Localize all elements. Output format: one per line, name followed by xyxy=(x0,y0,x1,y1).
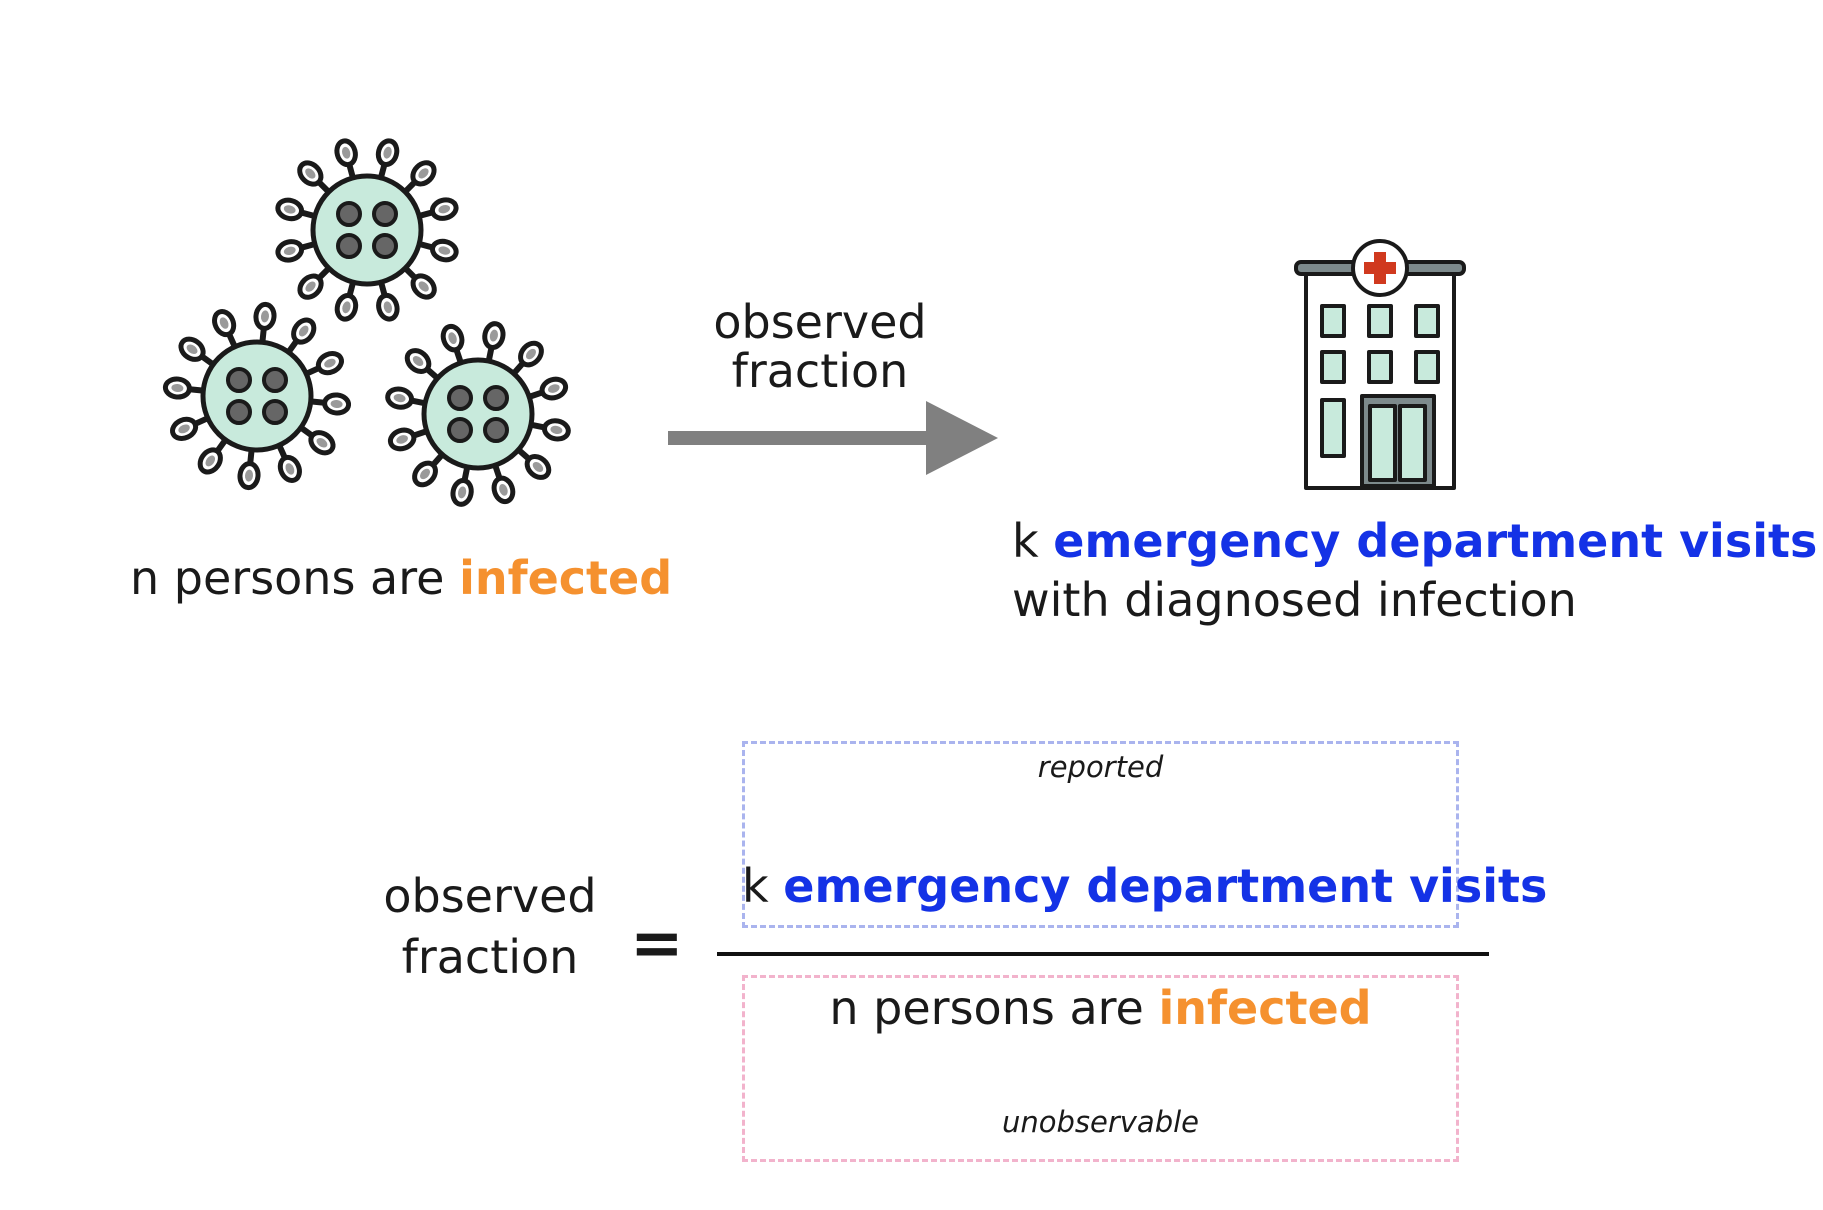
unobservable-box xyxy=(742,975,1459,1162)
infected-caption: n persons are infected xyxy=(130,552,672,605)
visits-word: emergency department visits xyxy=(1053,514,1818,568)
unobservable-caption: unobservable xyxy=(1001,1105,1200,1139)
formula-lhs: observed fraction xyxy=(370,870,610,984)
arrow-label-line1: observed xyxy=(713,295,927,349)
infected-word: infected xyxy=(459,551,673,605)
arrow-label: observed fraction xyxy=(700,296,940,398)
equals-sign: = xyxy=(630,907,684,981)
reported-box xyxy=(742,741,1459,928)
numerator-word: emergency department visits xyxy=(783,859,1548,913)
virus-icon xyxy=(275,138,459,322)
visits-line2: with diagnosed infection xyxy=(1012,572,1577,627)
formula-lhs-line1: observed xyxy=(383,869,597,923)
virus-icon xyxy=(385,321,571,507)
virus-icon xyxy=(162,301,352,491)
denominator: n persons are infected xyxy=(742,982,1459,1035)
denominator-prefix: n persons are xyxy=(829,981,1144,1035)
infected-prefix: n persons are xyxy=(130,551,445,605)
visits-line1: k emergency department visits xyxy=(1012,515,1817,568)
arrow-label-line2: fraction xyxy=(731,343,909,398)
formula-lhs-line2: fraction xyxy=(401,929,579,984)
fraction-bar xyxy=(717,952,1489,956)
numerator-prefix: k xyxy=(742,859,769,913)
denominator-word: infected xyxy=(1158,981,1372,1035)
arrow-right-icon xyxy=(668,401,998,475)
visits-prefix: k xyxy=(1012,514,1039,568)
reported-caption: reported xyxy=(1037,750,1164,784)
hospital-icon xyxy=(1294,239,1466,490)
numerator: k emergency department visits xyxy=(742,859,1547,913)
visits-caption: k emergency department visits with diagn… xyxy=(1012,515,1817,627)
